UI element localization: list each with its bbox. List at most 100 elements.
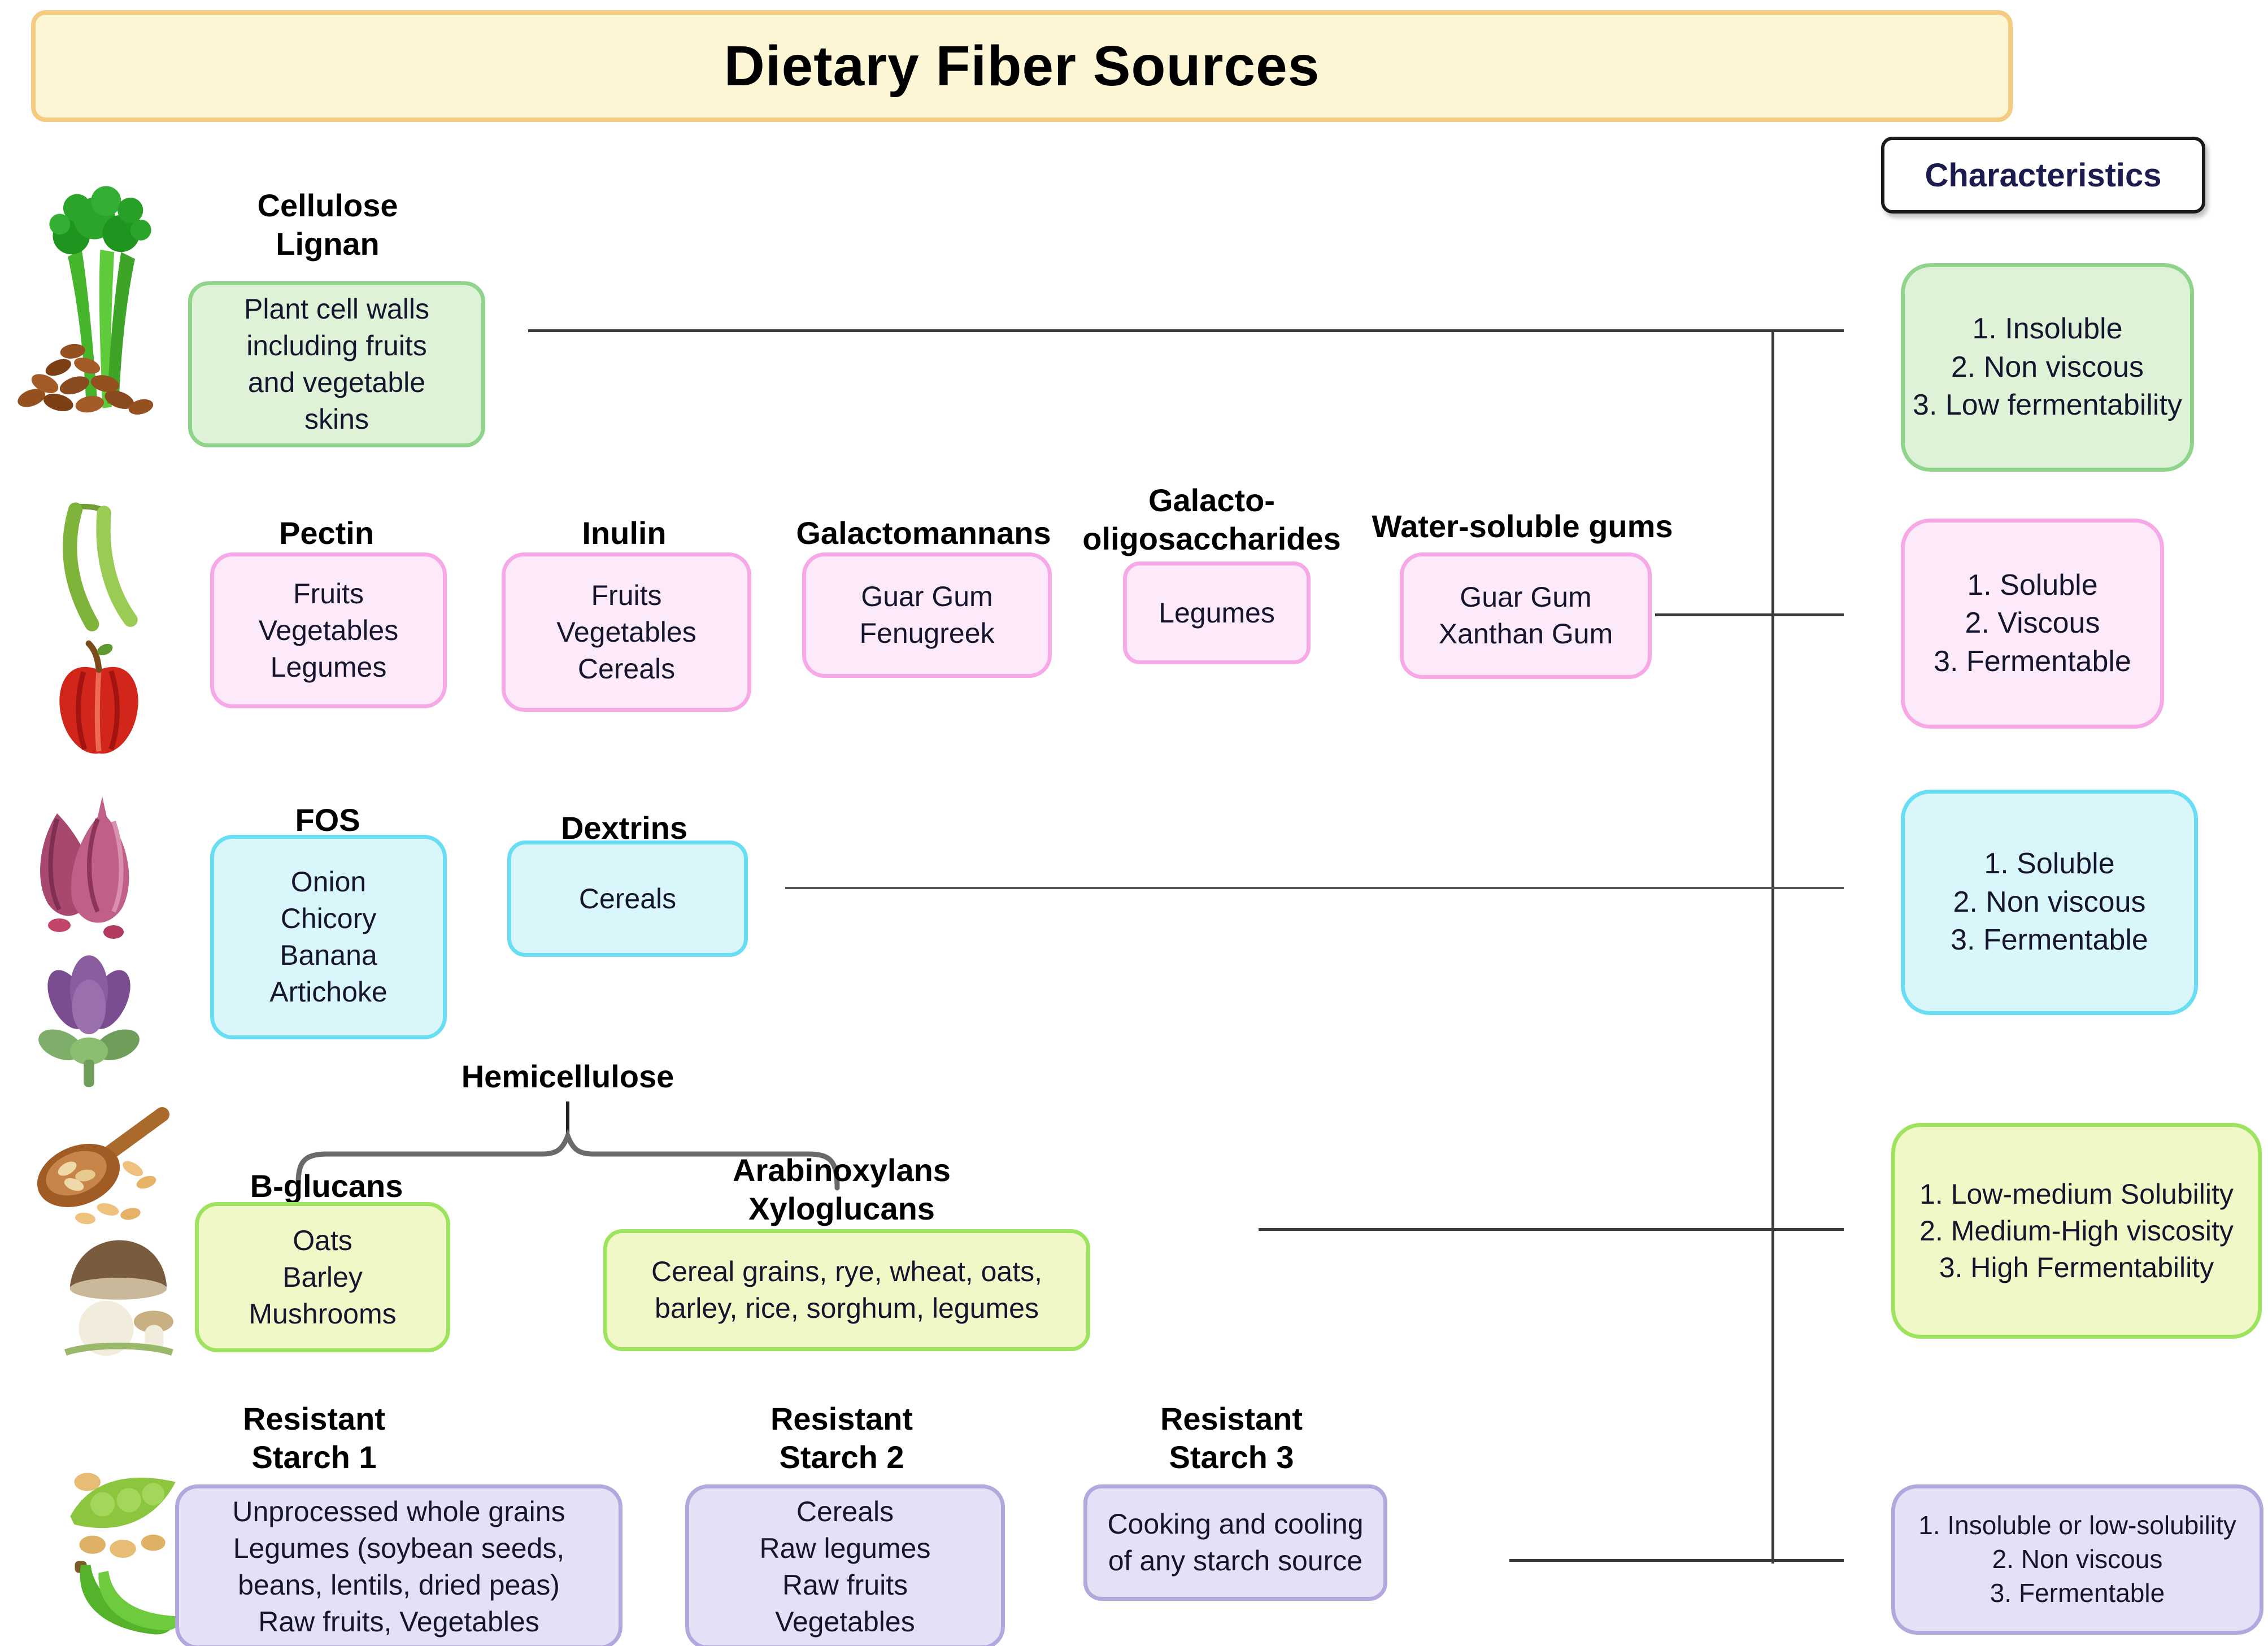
characteristic-line: 3. Fermentable [1951, 924, 2148, 957]
source-line: Legumes [1159, 596, 1275, 629]
source-line: Barley [282, 1261, 363, 1293]
heading-text: Resistant [1160, 1401, 1303, 1436]
source-line: Cereals [578, 882, 677, 915]
source-line: Raw fruits [782, 1569, 908, 1601]
resistant-starch-2-source-box: Cereals Raw legumes Raw fruits Vegetable… [685, 1484, 1005, 1646]
hemicellulose-brace [295, 1101, 840, 1191]
source-line: Cooking and cooling [1107, 1508, 1364, 1540]
heading-galactomannans: Galactomannans [768, 514, 1079, 552]
source-line: Artichoke [269, 976, 388, 1008]
heading-text: B-glucans [250, 1168, 403, 1204]
characteristic-line: 2. Non viscous [1992, 1544, 2163, 1574]
resistant-starch-1-source-box: Unprocessed whole grains Legumes (soybea… [175, 1484, 622, 1646]
heading-pectin: Pectin [214, 514, 439, 552]
water-soluble-gums-source-box: Guar Gum Xanthan Gum [1400, 552, 1652, 679]
heading-text: oligosaccharides [1082, 521, 1341, 557]
heading-resistant-starch-2: Resistant Starch 2 [743, 1400, 941, 1477]
onions-icon [40, 796, 129, 939]
source-line: of any starch source [1108, 1545, 1363, 1577]
galactomannans-source-box: Guar Gum Fenugreek [802, 552, 1052, 678]
trunk-connector-line [1771, 330, 1774, 1564]
source-line: Xanthan Gum [1438, 618, 1613, 650]
row5-connector-line [1509, 1559, 1844, 1562]
row2-connector-line [1655, 613, 1844, 616]
source-line: Onion [290, 866, 367, 898]
characteristic-line: 2. Medium-High viscosity [1919, 1214, 2234, 1247]
heading-arabinoxylans-xyloglucans: Arabinoxylans Xyloglucans [686, 1151, 997, 1229]
source-line: Vegetables [556, 616, 696, 648]
resistant-starch-3-source-box: Cooking and cooling of any starch source [1083, 1484, 1387, 1601]
source-line: Oats [293, 1224, 352, 1256]
characteristic-line: 3. Fermentable [1990, 1578, 2165, 1608]
nuts-pile-icon [18, 343, 154, 415]
heading-text: FOS [295, 802, 360, 838]
characteristic-line: 2. Non viscous [1951, 350, 2144, 384]
characteristics-box-low-medium: 1. Low-medium Solubility 2. Medium-High … [1891, 1123, 2262, 1339]
characteristics-box-soluble-viscous: 1. Soluble 2. Viscous 3. Fermentable [1901, 519, 2164, 729]
heading-text: Pectin [278, 515, 375, 551]
source-line: and vegetable [247, 367, 426, 398]
heading-text: Resistant [770, 1401, 913, 1436]
celery-icon [49, 186, 151, 410]
source-line: Plant cell walls [244, 293, 429, 325]
heading-text: Starch 3 [1169, 1439, 1294, 1475]
pectin-source-box: Fruits Vegetables Legumes [210, 552, 447, 708]
heading-water-soluble-gums: Water-soluble gums [1361, 507, 1683, 546]
source-line: Vegetables [258, 614, 399, 646]
source-line: Fenugreek [859, 617, 995, 649]
heading-resistant-starch-1: Resistant Starch 1 [215, 1400, 413, 1477]
cellulose-source-box: Plant cell walls including fruits and ve… [188, 281, 485, 447]
bglucans-source-box: Oats Barley Mushrooms [195, 1202, 450, 1352]
heading-text: Xyloglucans [748, 1191, 935, 1227]
pea-pods-icon [63, 502, 138, 632]
heading-text: Inulin [582, 515, 667, 551]
source-line: Raw legumes [759, 1532, 931, 1564]
source-line: Chicory [280, 903, 377, 934]
heading-text: Water-soluble gums [1372, 508, 1673, 544]
source-line: including fruits [246, 330, 427, 362]
heading-text: Starch 1 [251, 1439, 377, 1475]
arabinoxylans-source-box: Cereal grains, rye, wheat, oats, barley,… [603, 1229, 1090, 1351]
source-line: skins [304, 403, 369, 435]
heading-hemicellulose: Hemicellulose [426, 1057, 709, 1096]
characteristic-line: 3. High Fermentability [1939, 1251, 2214, 1283]
source-line: Vegetables [775, 1606, 915, 1638]
heading-inulin: Inulin [511, 514, 737, 552]
row3-connector-line [785, 887, 1844, 889]
galacto-oligosaccharides-source-box: Legumes [1123, 561, 1311, 664]
soybean-pod-icon [70, 1473, 176, 1558]
characteristics-box-insoluble-low: 1. Insoluble or low-solubility 2. Non vi… [1891, 1484, 2263, 1635]
row1-connector-line [528, 329, 1844, 332]
characteristic-line: 1. Insoluble or low-solubility [1918, 1510, 2236, 1540]
dextrins-source-box: Cereals [507, 841, 748, 957]
source-line: Guar Gum [861, 581, 993, 612]
source-line: Unprocessed whole grains [232, 1496, 565, 1527]
source-line: Fruits [293, 577, 364, 609]
characteristic-line: 1. Soluble [1984, 847, 2115, 881]
heading-bglucans: B-glucans [225, 1167, 428, 1205]
heading-text: Resistant [242, 1401, 386, 1436]
mushrooms-icon [64, 1240, 173, 1356]
artichoke-icon [38, 955, 140, 1087]
row4-connector-line [1259, 1228, 1844, 1231]
characteristics-box-soluble-nonviscous: 1. Soluble 2. Non viscous 3. Fermentable [1901, 790, 2198, 1015]
heading-cellulose-lignan: Cellulose Lignan [186, 186, 469, 264]
heading-lignan: Lignan [276, 226, 380, 262]
source-line: beans, lentils, dried peas) [238, 1569, 560, 1601]
characteristic-line: 2. Non viscous [1953, 885, 2146, 918]
heading-text: Arabinoxylans [733, 1152, 951, 1188]
characteristic-line: 3. Fermentable [1934, 645, 2131, 678]
source-line: Cereals [577, 652, 676, 685]
heading-text: Galacto- [1148, 482, 1276, 518]
source-line: Raw fruits, Vegetables [258, 1606, 539, 1638]
heading-resistant-starch-3: Resistant Starch 3 [1133, 1400, 1330, 1477]
characteristics-header-label: Characteristics [1925, 156, 2162, 194]
characteristic-line: 2. Viscous [1965, 607, 2100, 640]
heading-fos: FOS [237, 801, 418, 839]
heading-text: Dextrins [560, 810, 688, 846]
green-bananas-icon [75, 1561, 179, 1635]
source-line: Guar Gum [1460, 581, 1592, 613]
source-line: Cereals [796, 1496, 894, 1527]
source-line: Fruits [591, 579, 662, 611]
